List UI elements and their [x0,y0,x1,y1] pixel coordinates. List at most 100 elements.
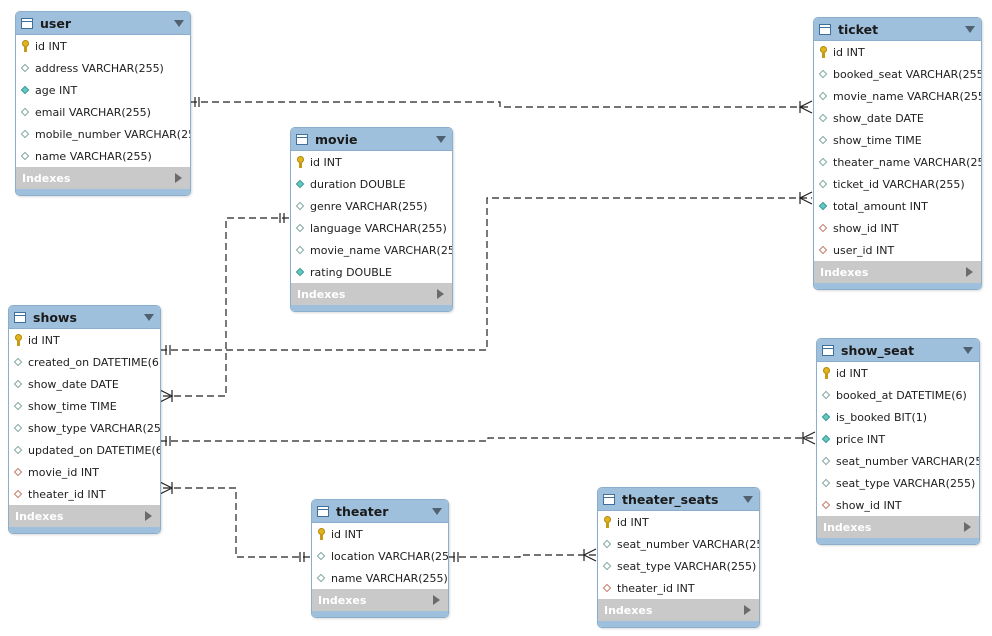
column-row[interactable]: email VARCHAR(255) [16,101,190,123]
column-row[interactable]: show_time TIME [9,395,160,417]
column-label: seat_type VARCHAR(255) [617,559,757,573]
one-marker [165,436,171,446]
indexes-bar[interactable]: Indexes [817,516,979,538]
expand-arrow-icon[interactable] [966,267,973,277]
column-row[interactable]: id INT [16,35,190,57]
many-marker [798,191,813,205]
diamond-icon [14,422,23,434]
column-row[interactable]: language VARCHAR(255) [291,217,452,239]
table-header[interactable]: ticket [814,18,981,41]
indexes-bar[interactable]: Indexes [814,261,981,283]
column-row[interactable]: show_type VARCHAR(255) [9,417,160,439]
column-row[interactable]: address VARCHAR(255) [16,57,190,79]
collapse-arrow-icon[interactable] [963,346,973,354]
table-header[interactable]: movie [291,128,452,151]
column-row[interactable]: user_id INT [814,239,981,261]
collapse-arrow-icon[interactable] [743,495,753,503]
column-label: show_date DATE [28,377,119,391]
column-row[interactable]: id INT [814,41,981,63]
column-row[interactable]: seat_type VARCHAR(255) [817,472,979,494]
column-row[interactable]: is_booked BIT(1) [817,406,979,428]
expand-arrow-icon[interactable] [175,173,182,183]
table-name: ticket [838,21,879,37]
indexes-bar[interactable]: Indexes [16,167,190,189]
column-row[interactable]: booked_seat VARCHAR(255) [814,63,981,85]
table-icon [21,17,33,29]
column-row[interactable]: movie_id INT [9,461,160,483]
column-row[interactable]: id INT [291,151,452,173]
column-label: booked_at DATETIME(6) [836,388,967,402]
column-row[interactable]: id INT [312,523,448,545]
expand-arrow-icon[interactable] [744,605,751,615]
table-header[interactable]: theater_seats [598,488,759,511]
column-row[interactable]: id INT [817,362,979,384]
column-row[interactable]: ticket_id VARCHAR(255) [814,173,981,195]
column-row[interactable]: id INT [598,511,759,533]
table-footer [817,538,979,544]
column-row[interactable]: show_date DATE [9,373,160,395]
table-icon [822,344,834,356]
collapse-arrow-icon[interactable] [432,507,442,515]
diamond-icon [819,156,828,168]
column-row[interactable]: mobile_number VARCHAR(255) [16,123,190,145]
diamond-icon [819,68,828,80]
column-row[interactable]: duration DOUBLE [291,173,452,195]
column-row[interactable]: total_amount INT [814,195,981,217]
diamond-icon [822,455,831,467]
column-row[interactable]: show_id INT [817,494,979,516]
column-row[interactable]: seat_number VARCHAR(255) [598,533,759,555]
diamond-icon [819,178,828,190]
column-row[interactable]: name VARCHAR(255) [16,145,190,167]
column-row[interactable]: movie_name VARCHAR(255) [814,85,981,107]
column-row[interactable]: show_id INT [814,217,981,239]
column-row[interactable]: seat_type VARCHAR(255) [598,555,759,577]
expand-arrow-icon[interactable] [964,522,971,532]
column-row[interactable]: id INT [9,329,160,351]
expand-arrow-icon[interactable] [145,511,152,521]
column-row[interactable]: name VARCHAR(255) [312,567,448,589]
table-header[interactable]: show_seat [817,339,979,362]
column-row[interactable]: rating DOUBLE [291,261,452,283]
expand-arrow-icon[interactable] [433,595,440,605]
table-header[interactable]: shows [9,306,160,329]
column-row[interactable]: booked_at DATETIME(6) [817,384,979,406]
column-row[interactable]: updated_on DATETIME(6) [9,439,160,461]
column-row[interactable]: show_time TIME [814,129,981,151]
one-marker [453,552,459,562]
table-header[interactable]: user [16,12,190,35]
collapse-arrow-icon[interactable] [144,313,154,321]
table-icon [603,493,615,505]
many-marker [159,481,174,495]
column-row[interactable]: show_date DATE [814,107,981,129]
one-marker [194,97,200,107]
collapse-arrow-icon[interactable] [965,25,975,33]
column-row[interactable]: theater_name VARCHAR(255) [814,151,981,173]
diamond-icon [317,572,326,584]
indexes-bar[interactable]: Indexes [598,599,759,621]
column-row[interactable]: genre VARCHAR(255) [291,195,452,217]
column-row[interactable]: location VARCHAR(255) [312,545,448,567]
indexes-bar[interactable]: Indexes [9,505,160,527]
collapse-arrow-icon[interactable] [174,19,184,27]
expand-arrow-icon[interactable] [437,289,444,299]
indexes-bar[interactable]: Indexes [291,283,452,305]
column-row[interactable]: movie_name VARCHAR(255) [291,239,452,261]
column-row[interactable]: theater_id INT [9,483,160,505]
column-label: duration DOUBLE [310,177,406,191]
collapse-arrow-icon[interactable] [436,135,446,143]
table-header[interactable]: theater [312,500,448,523]
one-marker [165,345,171,355]
column-row[interactable]: price INT [817,428,979,450]
column-row[interactable]: theater_id INT [598,577,759,599]
indexes-bar[interactable]: Indexes [312,589,448,611]
column-row[interactable]: seat_number VARCHAR(255) [817,450,979,472]
column-row[interactable]: age INT [16,79,190,101]
column-row[interactable]: created_on DATETIME(6) [9,351,160,373]
